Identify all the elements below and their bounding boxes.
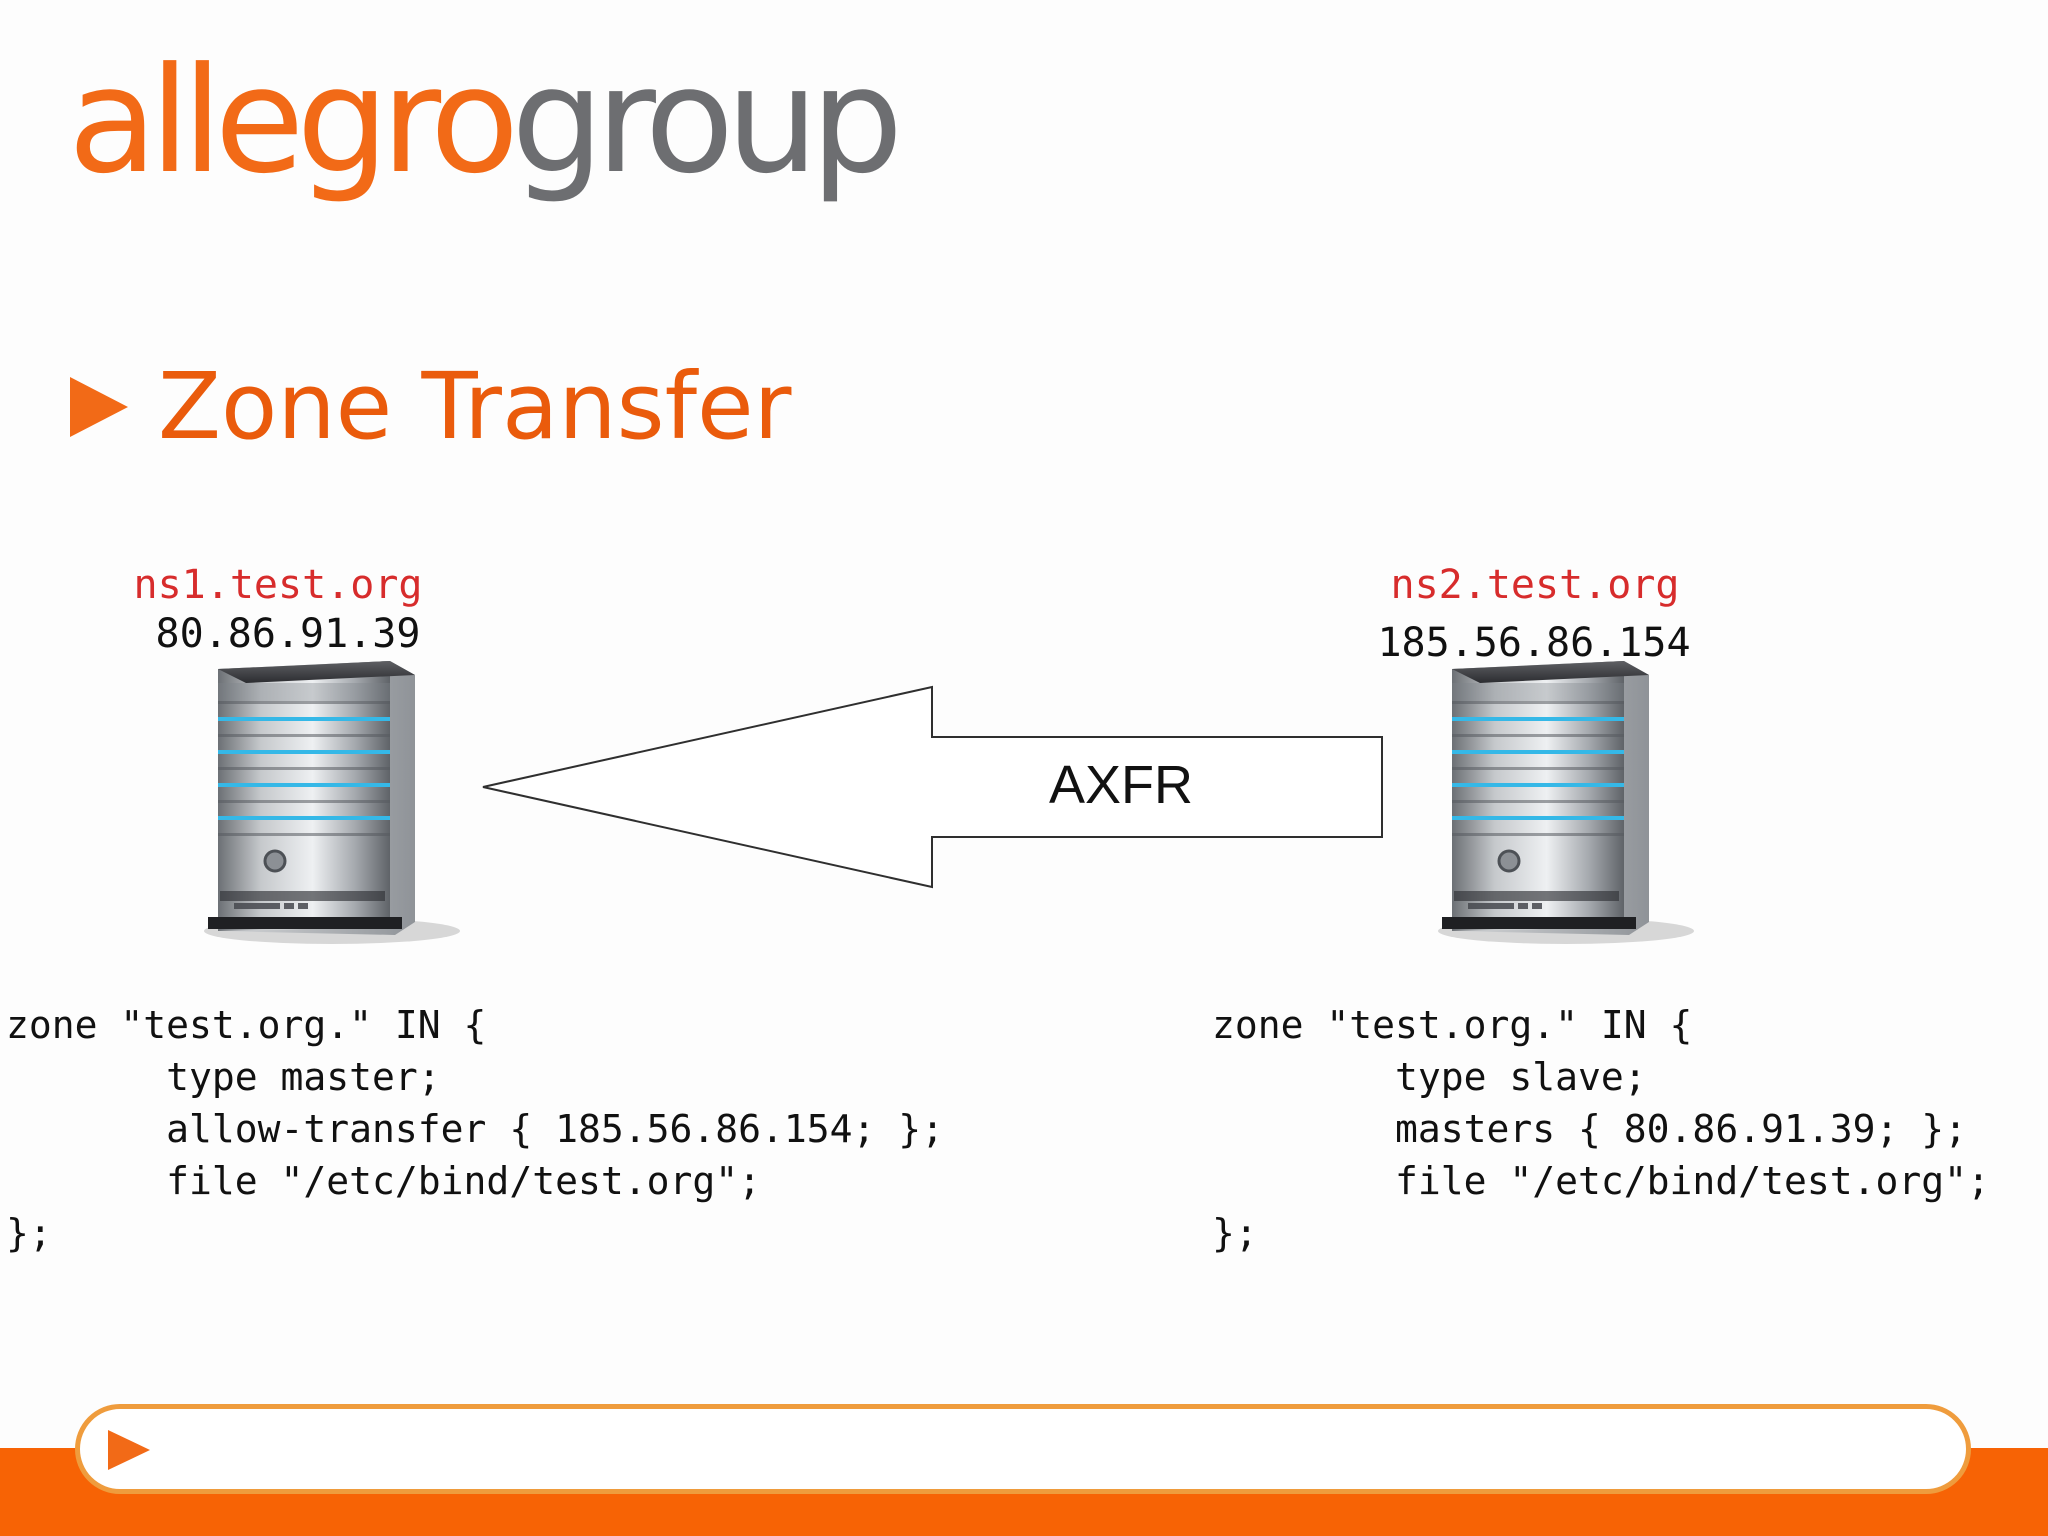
footer-progress-bar [75, 1404, 1971, 1494]
logo-text-group: group [511, 36, 903, 206]
play-icon [70, 377, 128, 437]
slave-zone-config: zone "test.org." IN { type slave; master… [1212, 1003, 1990, 1255]
server-icon-ns1 [204, 661, 460, 944]
allegrogroup-logo: allegrogroup [68, 48, 903, 194]
ns1-hostname-label: ns1.test.org [133, 562, 423, 608]
ns2-ip-label: 185.56.86.154 [1377, 620, 1691, 666]
slide-title: Zone Transfer [158, 353, 792, 460]
logo-text-allegro: allegro [68, 36, 519, 206]
ns1-ip-label: 80.86.91.39 [155, 611, 421, 657]
title-row: Zone Transfer [70, 352, 791, 462]
server-icon-ns2 [1438, 661, 1694, 944]
play-icon [108, 1430, 150, 1470]
ns2-hostname-label: ns2.test.org [1390, 562, 1680, 608]
axfr-label: AXFR [1049, 755, 1193, 815]
axfr-transfer-arrow: AXFR [482, 685, 1383, 889]
master-zone-config: zone "test.org." IN { type master; allow… [6, 1003, 944, 1255]
arrow-shape [482, 685, 1383, 889]
